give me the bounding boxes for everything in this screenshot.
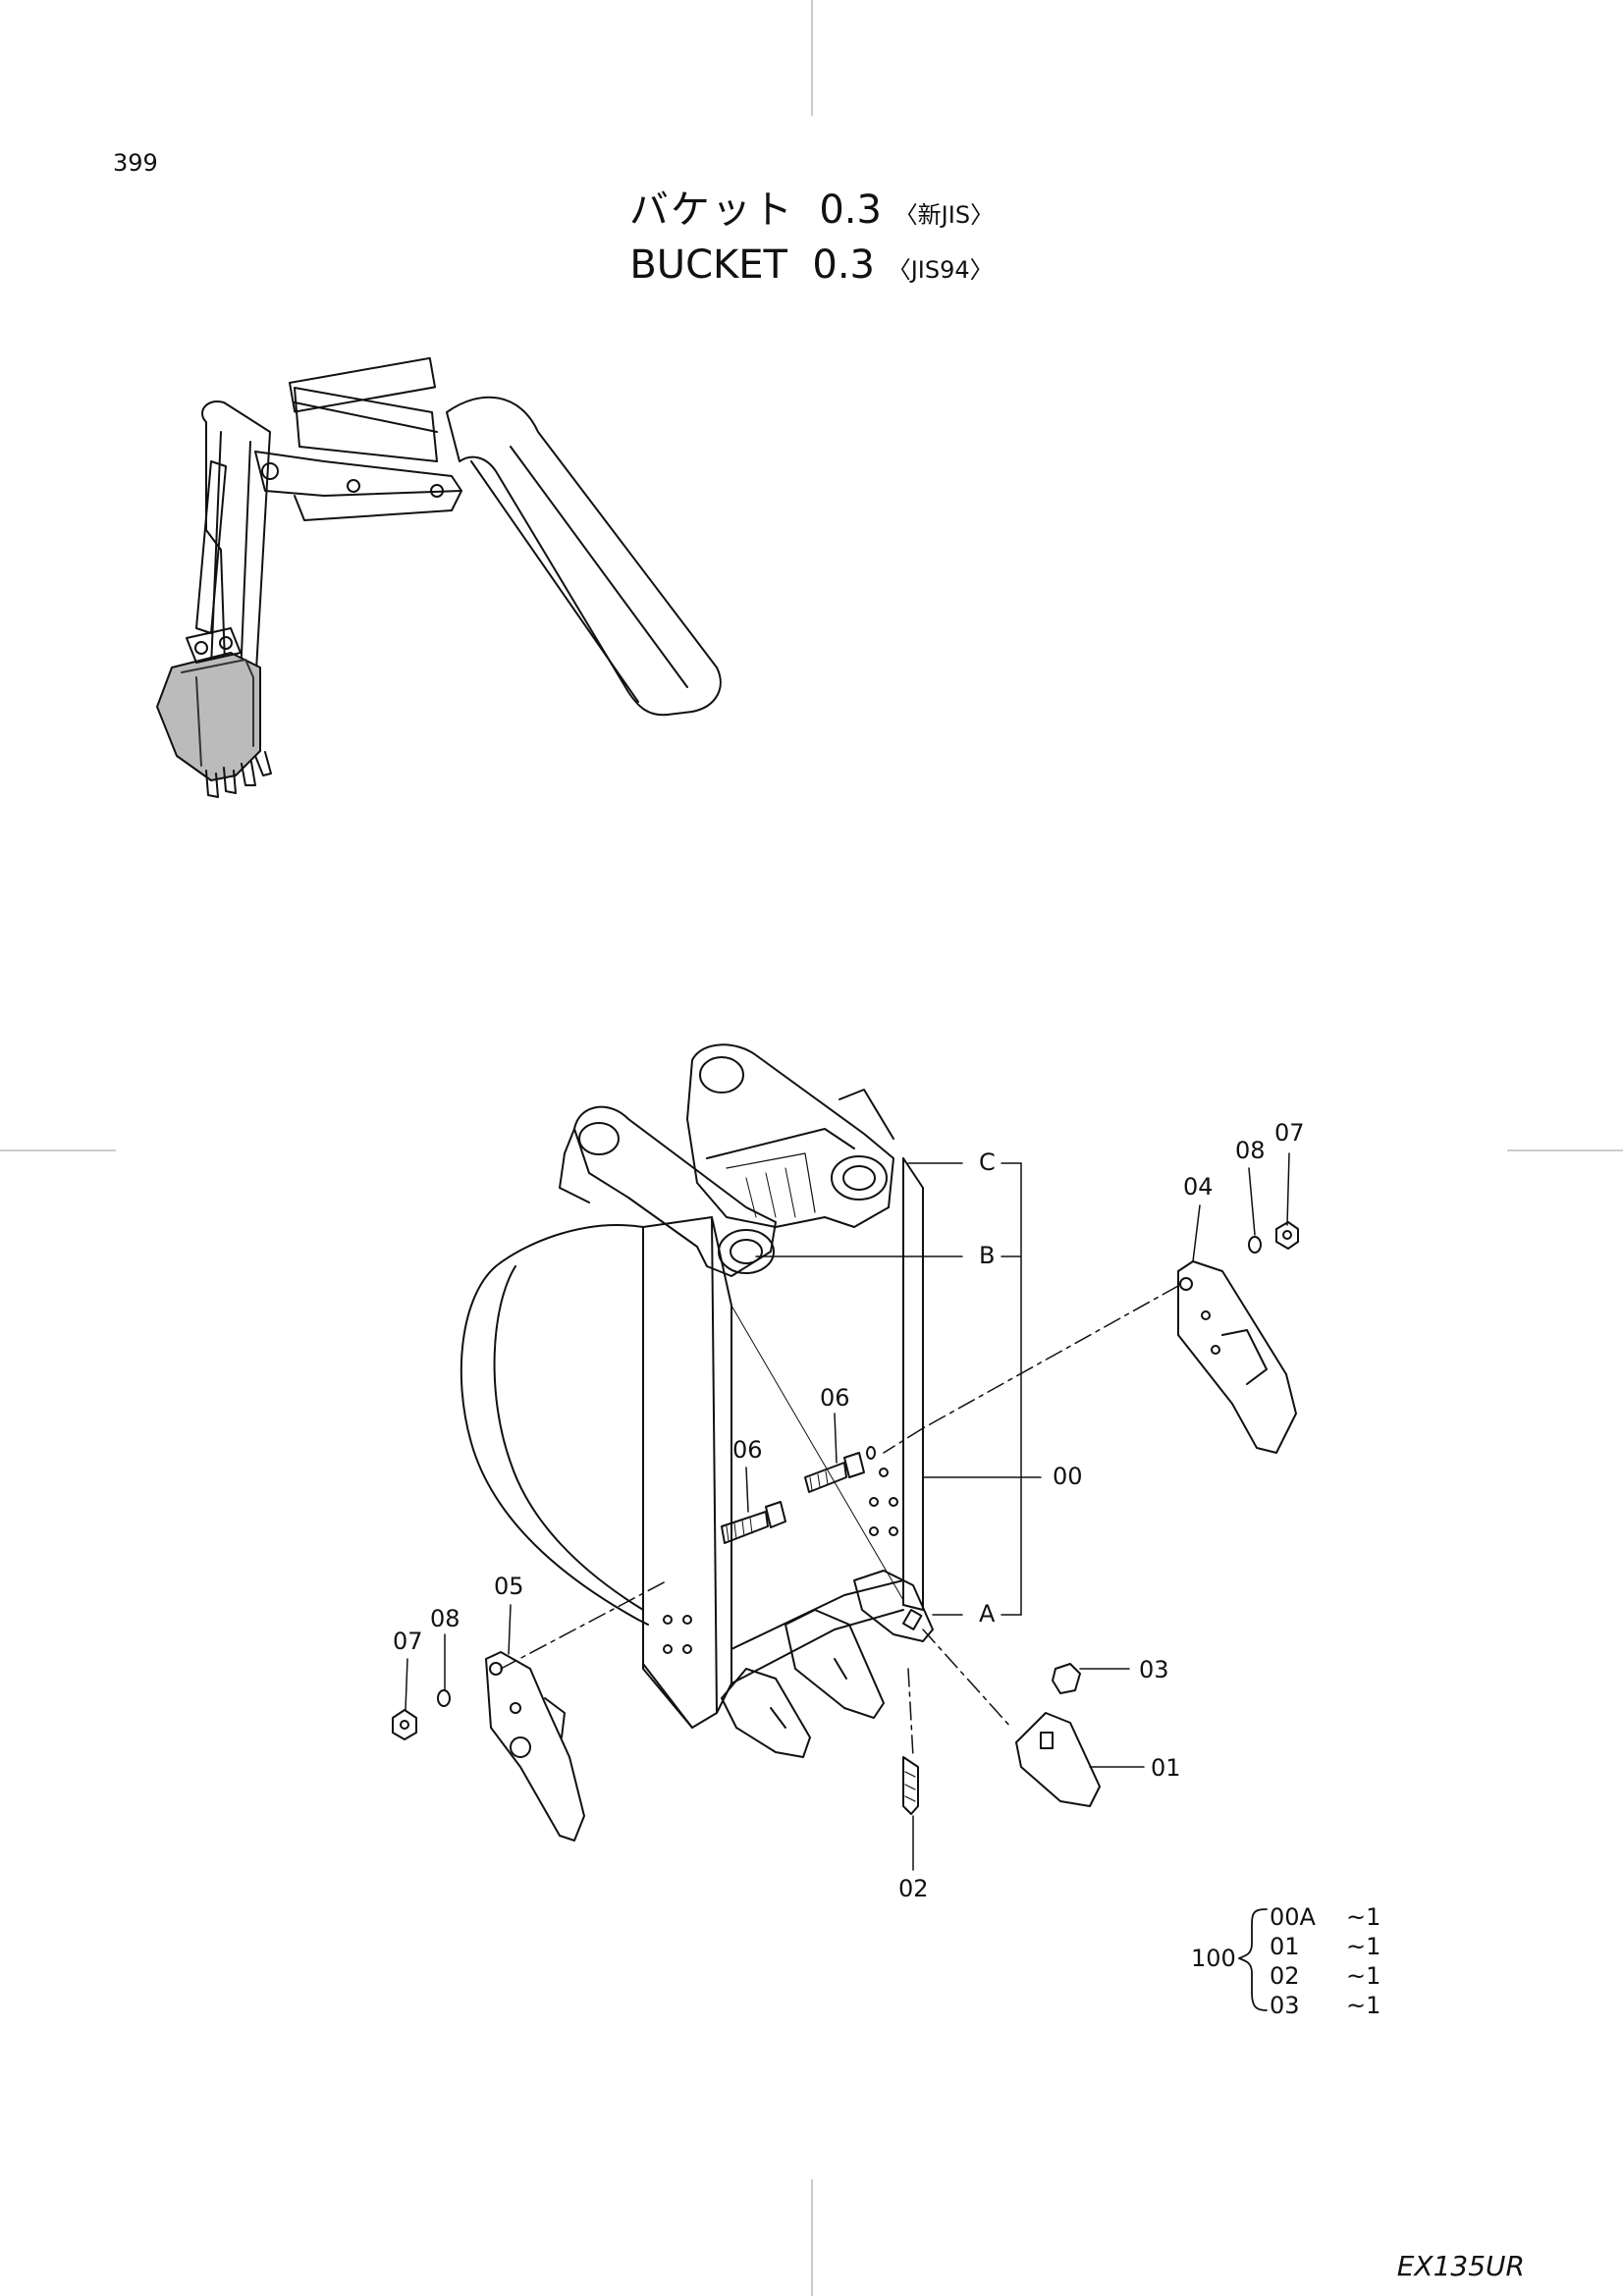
callout-part-01: 01	[1151, 1754, 1181, 1782]
side-cutter-left	[392, 1651, 585, 1842]
kit-item: 03 ~1	[1270, 1991, 1380, 2020]
callout-c: C	[979, 1148, 996, 1176]
side-cutter-right	[1177, 1221, 1299, 1454]
kit-item-part: 03	[1270, 1992, 1300, 2019]
title-en-main: BUCKET	[629, 242, 787, 288]
callout-b: B	[979, 1242, 996, 1269]
kit-item: 01 ~1	[1270, 1932, 1380, 1961]
title-en-spec: 〈JIS94〉	[887, 256, 994, 284]
kit-item-part: 02	[1270, 1962, 1300, 1990]
kit-brace	[1238, 1908, 1268, 2011]
kit-item: 00A ~1	[1270, 1902, 1380, 1932]
callout-part-00: 00	[1053, 1463, 1083, 1490]
kit-item-qty: ~1	[1346, 1962, 1381, 1990]
title-english: BUCKET 0.3 〈JIS94〉	[0, 240, 1623, 295]
callout-part-06-upper: 06	[820, 1384, 850, 1412]
callout-part-05: 05	[494, 1573, 524, 1600]
kit-item-list: 00A ~1 01 ~1 02 ~1 03 ~1	[1270, 1902, 1380, 2020]
callout-part-08-left: 08	[430, 1605, 460, 1632]
kit-item-qty: ~1	[1346, 1903, 1381, 1931]
kit-item: 02 ~1	[1270, 1961, 1380, 1991]
kit-item-qty: ~1	[1346, 1992, 1381, 2019]
kit-number: 100	[1191, 1945, 1236, 1972]
leader-lines	[405, 1152, 1290, 1871]
title-jp-size: 0.3	[819, 187, 882, 233]
callout-part-08-right: 08	[1235, 1137, 1266, 1164]
callout-part-03: 03	[1139, 1656, 1169, 1683]
alignment-lines	[500, 1285, 1179, 1758]
callout-part-02: 02	[898, 1875, 929, 1902]
bucket-assembly	[460, 1043, 934, 1758]
callout-a: A	[979, 1600, 996, 1628]
title-jp-main: バケット	[628, 187, 794, 233]
title-japanese: バケット 0.3 〈新JIS〉	[0, 185, 1623, 240]
page-number: 399	[113, 149, 158, 177]
callout-part-04: 04	[1183, 1173, 1214, 1201]
model-code: EX135UR	[1396, 2250, 1525, 2282]
bolts	[721, 1446, 876, 1544]
kit-item-qty: ~1	[1346, 1933, 1381, 1960]
kit-item-part: 00A	[1270, 1903, 1316, 1931]
callout-part-07-left: 07	[393, 1628, 423, 1655]
tooth-parts	[902, 1663, 1101, 1815]
callout-part-07-right: 07	[1274, 1119, 1305, 1147]
title-en-size: 0.3	[812, 242, 875, 288]
excavator-arm-overview	[156, 356, 722, 798]
title-jp-spec: 〈新JIS〉	[893, 201, 995, 229]
kit-item-part: 01	[1270, 1933, 1300, 1960]
callout-part-06-lower: 06	[732, 1436, 763, 1464]
